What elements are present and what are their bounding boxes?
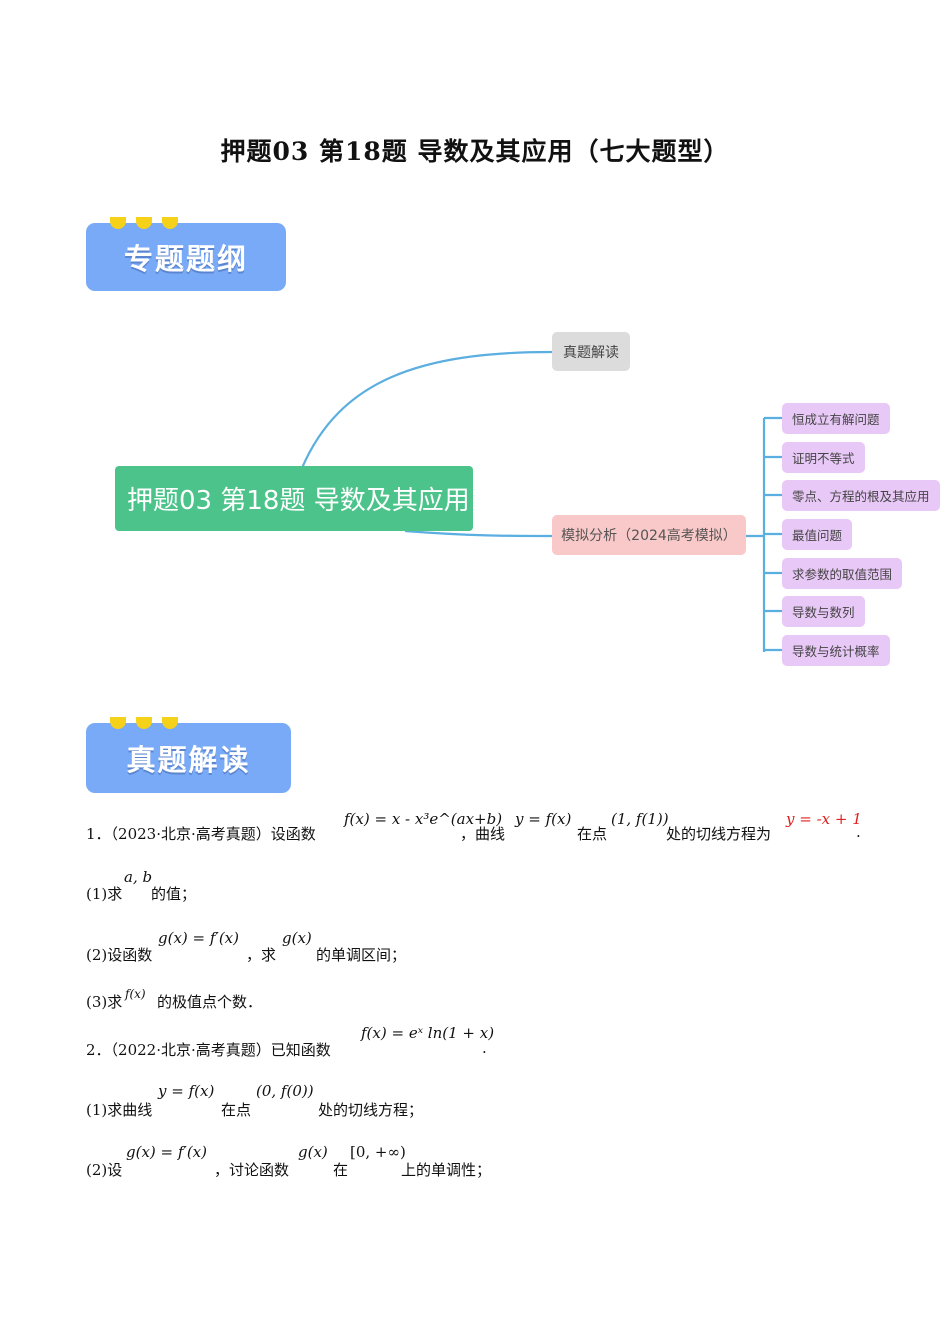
problem-2-intro: 2．（2022·北京·高考真题）已知函数 — [86, 1041, 331, 1059]
banner-dot — [136, 217, 152, 229]
problem-2-q2-math2: g(x) — [298, 1143, 328, 1161]
problem-1-q2-math: g(x) = f′(x) — [158, 929, 239, 947]
problem-2-q2-text: ，讨论函数 — [214, 1161, 290, 1179]
mindmap-root: 押题03 第18题 导数及其应用 — [115, 466, 473, 531]
problem-1-q3-text: 的极值点个数． — [157, 993, 263, 1011]
problem-2-q1-math: y = f(x) — [158, 1082, 215, 1100]
problem-1-text: 在点 — [577, 825, 608, 843]
problem-2-q2-text: 在 — [333, 1161, 349, 1179]
mindmap-leaf: 零点、方程的根及其应用 — [782, 480, 940, 511]
problem-1-q1-text: 的值； — [151, 885, 197, 903]
problem-1-q3: (3)求 — [86, 993, 123, 1011]
problem-2-end: . — [482, 1039, 487, 1057]
problem-1-q1: (1)求 — [86, 885, 123, 903]
problem-2-q1: (1)求曲线 — [86, 1101, 153, 1119]
problem-1-text: 处的切线方程为 — [666, 825, 772, 843]
reading-banner-label: 真题解读 — [126, 743, 251, 777]
mindmap-leaf: 导数与统计概率 — [782, 635, 890, 666]
problem-2-q2: (2)设 — [86, 1161, 123, 1179]
banner-dot — [110, 717, 126, 729]
problem-1-q2: (2)设函数 — [86, 946, 153, 964]
problem-1-point: (1, f(1)) — [611, 810, 669, 828]
mindmap-connectors — [300, 350, 782, 652]
problem-1-function: f(x) = x - x³e^(ax+b) — [344, 810, 503, 828]
problem-2-q1-math2: (0, f(0)) — [256, 1082, 314, 1100]
reading-banner: 真题解读 — [86, 717, 291, 793]
problem-2-q2-text: 上的单调性； — [401, 1161, 492, 1179]
problem-2-function: f(x) = eˣ ln(1 + x) — [361, 1024, 495, 1042]
banner-dot — [110, 217, 126, 229]
problem-1-text: ，曲线 — [460, 825, 506, 843]
banner-dot — [162, 217, 178, 229]
problem-1-q2-text: 的单调区间； — [316, 946, 407, 964]
mindmap-leaf: 最值问题 — [782, 519, 853, 550]
page-title: 押题03 第18题 导数及其应用（七大题型） — [220, 137, 730, 166]
problem-2-q1-text: 在点 — [221, 1101, 252, 1119]
problem-1-end: . — [856, 823, 861, 841]
problem-1-q1-math: a, b — [124, 868, 153, 886]
outline-banner: 专题题纲 — [86, 217, 286, 291]
banner-dot — [136, 717, 152, 729]
connector-sim — [404, 529, 553, 538]
mindmap-branch-sim: 模拟分析（2024高考模拟） — [552, 515, 746, 555]
problem-1-curve: y = f(x) — [515, 810, 572, 828]
outline-banner-label: 专题题纲 — [123, 242, 248, 276]
problem-1-q3-math: f(x) — [125, 987, 146, 1001]
mindmap-leaf: 恒成立有解问题 — [782, 403, 890, 434]
banner-dot — [162, 717, 178, 729]
problem-2-q2-math: g(x) = f′(x) — [126, 1143, 207, 1161]
mindmap-leaf: 证明不等式 — [782, 442, 865, 473]
problem-1-tangent: y = -x + 1 — [786, 810, 862, 828]
mindmap-leaf: 导数与数列 — [782, 596, 865, 627]
problem-1-q2-text: ，求 — [246, 946, 277, 964]
problem-1-q2-math2: g(x) — [282, 929, 312, 947]
connector-real — [300, 350, 553, 469]
problem-2-q2-math3: [0, +∞) — [350, 1143, 406, 1161]
problem-2-q1-text: 处的切线方程； — [318, 1101, 424, 1119]
mindmap-branch-real: 真题解读 — [552, 332, 630, 371]
mindmap-leaf: 求参数的取值范围 — [782, 558, 903, 589]
problem-1-intro: 1．（2023·北京·高考真题）设函数 — [86, 825, 316, 843]
